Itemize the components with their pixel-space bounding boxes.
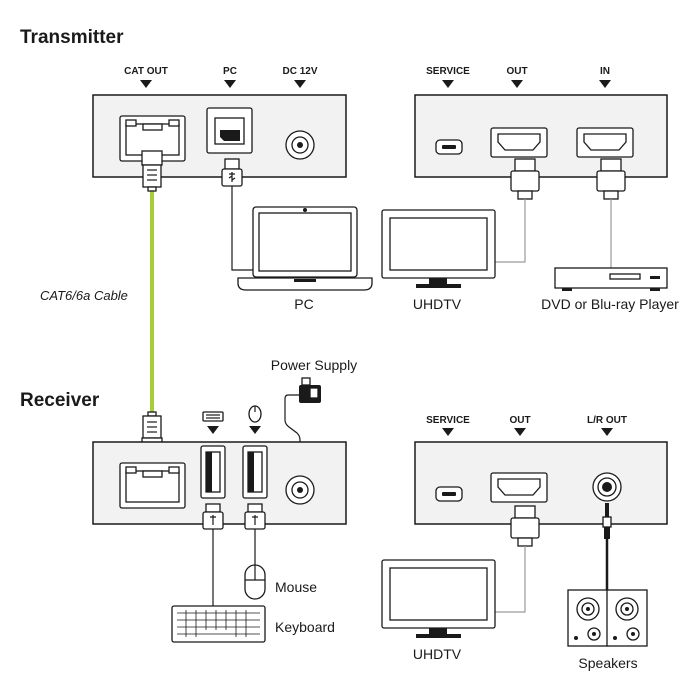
audio-plug-icon	[602, 503, 612, 539]
hdmi-cable-to-tv-rx	[495, 546, 526, 613]
source-port-labels: SERVICE OUT IN	[426, 66, 611, 88]
transmitter-unit	[92, 94, 347, 178]
mouse-icon	[244, 564, 266, 600]
usb-a-port-icon	[242, 445, 268, 499]
hdmi-plug-icon	[596, 158, 626, 200]
port-label-out: OUT	[506, 66, 527, 77]
receiver-unit	[92, 441, 347, 525]
usb-plug-icon	[221, 158, 243, 187]
port-label-service: SERVICE	[426, 66, 470, 77]
rx-port-label-out: OUT	[509, 415, 530, 426]
dc-jack-icon	[285, 475, 315, 505]
power-cable	[284, 394, 301, 457]
arrow-down-icon	[511, 80, 523, 88]
player-label: DVD or Blu-ray Player	[541, 296, 679, 312]
usb-b-port-icon	[206, 107, 253, 154]
rx-port-label-lr-out: L/R OUT	[587, 415, 627, 426]
arrow-down-icon	[224, 80, 236, 88]
arrow-down-icon	[514, 428, 526, 436]
mouse-label: Mouse	[275, 579, 317, 595]
receiver-rear-port-labels: SERVICE OUT L/R OUT	[426, 415, 627, 436]
keyboard-icon	[171, 605, 266, 643]
dc-jack-icon	[285, 130, 315, 160]
laptop-icon	[237, 206, 373, 291]
keyboard-label: Keyboard	[275, 619, 335, 635]
hdmi-plug-icon	[510, 505, 540, 547]
arrow-down-icon	[249, 426, 261, 434]
arrow-down-icon	[294, 80, 306, 88]
ethernet-port-icon	[119, 462, 186, 509]
usb-plug-icon	[244, 503, 266, 530]
receiver-title: Receiver	[20, 390, 100, 411]
rj45-plug-icon	[141, 150, 163, 192]
receiver-rear-unit	[414, 441, 668, 525]
micro-usb-port-icon	[435, 486, 463, 502]
speakers-icon	[567, 589, 648, 647]
micro-usb-port-icon	[435, 139, 463, 155]
hdmi-cable-to-tv	[495, 199, 526, 263]
transmitter-port-labels: CAT OUT PC DC 12V	[124, 66, 318, 88]
hdmi-port-icon	[490, 472, 548, 503]
port-label-cat-out: CAT OUT	[124, 66, 168, 77]
usb-a-port-icon	[200, 445, 226, 499]
usb-cable	[231, 186, 262, 271]
uhdtv-top-label: UHDTV	[413, 296, 462, 312]
rx-port-label-service: SERVICE	[426, 415, 470, 426]
ethernet-port-icon	[119, 115, 186, 162]
arrow-down-icon	[140, 80, 152, 88]
speakers-label: Speakers	[578, 655, 637, 671]
blu-ray-player-icon	[554, 267, 668, 291]
transmitter-rear-unit	[414, 94, 668, 178]
arrow-down-icon	[599, 80, 611, 88]
power-supply-label: Power Supply	[271, 357, 357, 373]
keyboard-small-icon	[202, 411, 224, 422]
transmitter-title: Transmitter	[20, 27, 124, 48]
arrow-down-icon	[207, 426, 219, 434]
mouse-small-icon	[248, 405, 262, 423]
port-label-pc: PC	[223, 66, 237, 77]
tv-icon	[381, 559, 496, 638]
arrow-down-icon	[442, 80, 454, 88]
uhdtv-bottom-label: UHDTV	[413, 646, 462, 662]
usb-plug-icon	[202, 503, 224, 530]
power-adapter-icon	[299, 377, 321, 403]
tv-icon	[381, 209, 496, 288]
pc-label: PC	[294, 296, 313, 312]
hdmi-port-icon	[576, 127, 634, 158]
arrow-down-icon	[601, 428, 613, 436]
port-label-in: IN	[600, 66, 610, 77]
rj45-plug-icon	[141, 411, 163, 447]
hdmi-port-icon	[490, 127, 548, 158]
cable-label: CAT6/6a Cable	[40, 288, 128, 303]
arrow-down-icon	[442, 428, 454, 436]
audio-jack-icon	[592, 472, 622, 502]
port-label-dc: DC 12V	[282, 66, 317, 77]
hdmi-plug-icon	[510, 158, 540, 200]
